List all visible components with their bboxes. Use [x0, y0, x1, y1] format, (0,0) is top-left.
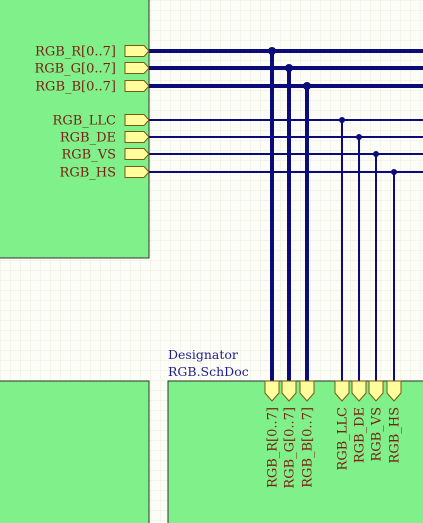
sheet-entry-label-rgb-de: RGB_DE — [353, 407, 368, 463]
sheet-entry-rgb-g[interactable] — [281, 380, 297, 402]
port-rgb-hs[interactable] — [124, 166, 150, 178]
junction-rgb-hs — [391, 169, 397, 175]
port-rgb-vs[interactable] — [124, 148, 150, 160]
junction-rgb-de — [356, 134, 362, 140]
junction-rgb-llc — [339, 117, 345, 123]
upper-port-group: RGB_R[0..7] RGB_G[0..7] RGB_B[0..7] RGB_LLC… — [34, 45, 150, 181]
junction-rgb-r — [268, 47, 276, 55]
port-label-rgb-de: RGB_DE — [60, 131, 116, 146]
sheet-entry-label-rgb-hs: RGB_HS — [388, 407, 403, 463]
port-rgb-r[interactable] — [124, 45, 150, 57]
junction-rgb-vs — [373, 151, 379, 157]
sheet-entry-rgb-llc[interactable] — [334, 380, 350, 402]
sheet-entry-label-rgb-r: RGB_R[0..7] — [266, 407, 281, 488]
rgb-sheet-symbol[interactable] — [167, 380, 423, 523]
sheet-entry-label-rgb-g: RGB_G[0..7] — [283, 407, 298, 489]
sheet-entry-rgb-b[interactable] — [299, 380, 315, 402]
port-label-rgb-g: RGB_G[0..7] — [34, 62, 116, 77]
port-rgb-g[interactable] — [124, 62, 150, 74]
junction-rgb-g — [285, 64, 293, 72]
port-rgb-de[interactable] — [124, 131, 150, 143]
port-label-rgb-r: RGB_R[0..7] — [35, 45, 116, 60]
sheet-entry-label-rgb-b: RGB_B[0..7] — [301, 407, 316, 488]
sheet-designator: Designator — [168, 347, 238, 362]
port-rgb-llc[interactable] — [124, 114, 150, 126]
port-label-rgb-b: RGB_B[0..7] — [35, 80, 116, 95]
junction-rgb-b — [303, 82, 311, 90]
sheet-entry-rgb-vs[interactable] — [368, 380, 384, 402]
sheet-entry-group: RGB_R[0..7]RGB_G[0..7]RGB_B[0..7] RGB_LLC… — [264, 380, 403, 489]
sheet-entry-label-rgb-llc: RGB_LLC — [336, 407, 351, 470]
sheet-entry-label-rgb-vs: RGB_VS — [370, 407, 385, 462]
sheet-filename: RGB.SchDoc — [168, 364, 249, 379]
sheet-entry-rgb-r[interactable] — [264, 380, 280, 402]
port-label-rgb-hs: RGB_HS — [60, 166, 116, 181]
port-label-rgb-vs: RGB_VS — [61, 148, 116, 163]
lower-left-component-block[interactable] — [0, 380, 150, 523]
junction-layer — [268, 47, 397, 175]
upper-component-block[interactable] — [0, 0, 150, 259]
sheet-entry-rgb-hs[interactable] — [386, 380, 402, 402]
sheet-entry-rgb-de[interactable] — [351, 380, 367, 402]
port-label-rgb-llc: RGB_LLC — [53, 114, 116, 129]
port-rgb-b[interactable] — [124, 80, 150, 92]
